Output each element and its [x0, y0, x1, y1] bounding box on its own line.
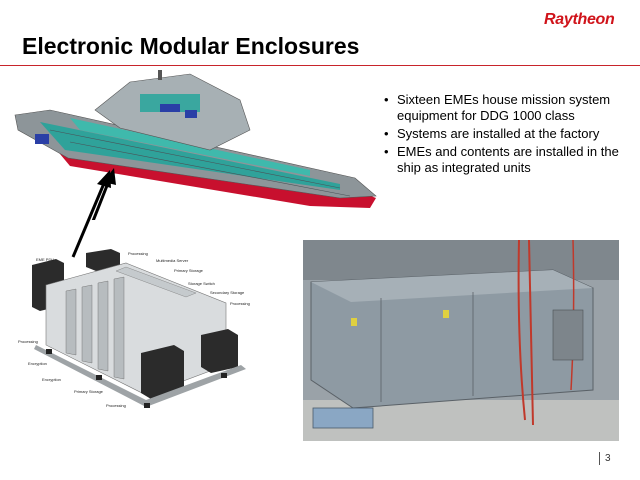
bullet-item: • Systems are installed at the factory [384, 126, 634, 142]
caster [144, 403, 150, 408]
right-cabinet [201, 329, 238, 373]
title-divider [0, 65, 640, 66]
warning-label [443, 310, 449, 318]
raytheon-logo: Raytheon [544, 11, 615, 28]
bullet-text: EMEs and contents are installed in the s… [397, 144, 619, 175]
deck-line [69, 141, 351, 197]
bullet-item: • Sixteen EMEs house mission system equip… [384, 92, 634, 124]
slide-title: Electronic Modular Enclosures [22, 33, 360, 59]
diagram-label: Multimedia Server [156, 258, 189, 263]
arrow-head [97, 170, 111, 188]
warning-label [351, 318, 357, 326]
caster [96, 375, 102, 380]
eme-block-3 [35, 134, 49, 144]
cart [312, 407, 374, 429]
rack [81, 284, 93, 364]
enclosure-top [311, 270, 593, 302]
diagram-label: Encryption [42, 377, 61, 382]
eme-isometric-diagram: EME PDU Processing Multimedia Server Pri… [18, 249, 250, 408]
bullet-dot: • [384, 92, 389, 107]
diagram-label: Processing [128, 251, 148, 256]
caster [221, 373, 227, 378]
diagram-label: EME PDU [36, 257, 54, 262]
diagram-label: Processing [106, 403, 126, 408]
eme-block-1 [160, 104, 180, 112]
diagram-label: Processing [230, 301, 250, 306]
caster [46, 349, 52, 354]
mast [158, 70, 162, 80]
diagram-label: Encryption [28, 361, 47, 366]
front-cabinet [141, 345, 184, 399]
diagram-label: Processing [18, 339, 38, 344]
red-cable [517, 240, 526, 421]
rack [65, 288, 77, 356]
top-equipment [115, 266, 197, 298]
deckhouse-interior [140, 94, 200, 112]
side-equipment [552, 309, 584, 361]
pointer-arrow [91, 177, 112, 220]
diagram-label: Primary Storage [74, 389, 104, 394]
bullet-item: • EMEs and contents are installed in the … [384, 144, 634, 176]
rack [113, 276, 125, 380]
top-cabinet [86, 249, 120, 271]
eme-factory-photo [303, 240, 619, 441]
bullet-dot: • [384, 144, 389, 159]
arrow-shaft [71, 180, 107, 258]
diagram-label: Storage Switch [188, 281, 215, 286]
ship-cutaway-illustration [14, 70, 377, 220]
mid-deck [70, 118, 310, 176]
eme-block-2 [185, 110, 197, 118]
ceiling [303, 240, 619, 280]
rack [97, 280, 109, 372]
page-number: 3 [599, 452, 611, 465]
bullet-text: Sixteen EMEs house mission system equipm… [397, 92, 611, 123]
diagram-label: Primary Storage [174, 268, 204, 273]
diagram-label: Secondary Storage [210, 290, 245, 295]
red-cable [528, 240, 534, 426]
bullet-list: • Sixteen EMEs house mission system equip… [384, 92, 634, 178]
arrow-overlay [71, 170, 111, 258]
bullet-text: Systems are installed at the factory [397, 126, 600, 141]
bullet-dot: • [384, 126, 389, 141]
deck-line [49, 129, 341, 189]
